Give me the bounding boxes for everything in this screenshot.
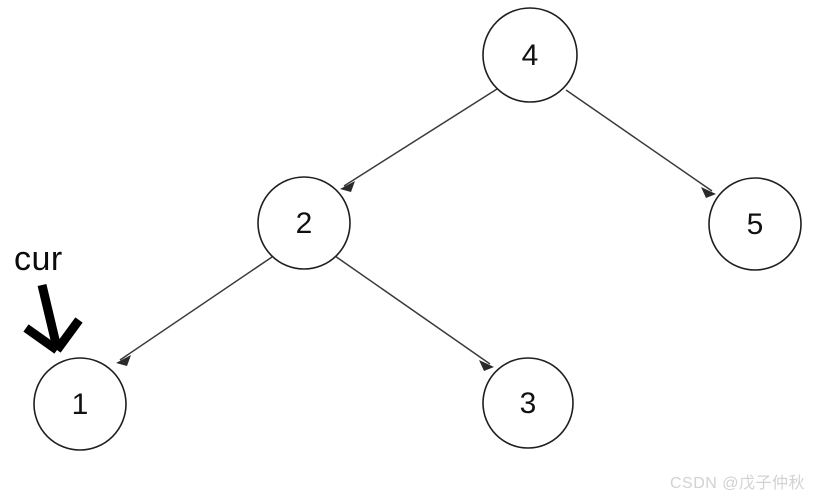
tree-node-4-circle[interactable]: [482, 7, 578, 103]
cur-pointer-shaft: [37, 283, 62, 350]
cur-pointer-barb-left: [23, 324, 60, 354]
tree-node-5-label: 5: [747, 208, 764, 241]
tree-node-2[interactable]: 2: [257, 176, 351, 270]
tree-node-5-circle[interactable]: [708, 177, 802, 271]
tree-node-1-label: 1: [72, 388, 89, 421]
cur-pointer-barb-right: [53, 317, 83, 353]
edge-2-to-3-arrowhead: [479, 360, 494, 371]
csdn-watermark: CSDN @戊子仲秋: [669, 475, 805, 492]
tree-node-4[interactable]: 4: [482, 7, 578, 103]
tree-node-1-circle[interactable]: [33, 357, 127, 451]
edge-4-to-5-line: [565, 89, 713, 192]
tree-node-1[interactable]: 1: [33, 357, 127, 451]
edge-2-to-1-arrowhead: [116, 355, 131, 366]
edge-4-to-2-arrowhead: [340, 181, 355, 192]
edge-2-to-1: [116, 256, 273, 366]
tree-node-2-circle[interactable]: [257, 176, 351, 270]
edge-2-to-3: [334, 255, 494, 371]
edge-4-to-5-arrowhead: [701, 187, 716, 198]
edge-4-to-5: [565, 89, 716, 198]
edge-2-to-1-line: [119, 256, 273, 361]
tree-node-4-label: 4: [522, 39, 539, 72]
tree-node-3-label: 3: [520, 387, 537, 420]
edge-4-to-2: [340, 88, 498, 192]
node-group: 4 2 5 1 3: [33, 7, 802, 451]
tree-node-3[interactable]: 3: [482, 357, 574, 449]
cur-pointer-arrow: [23, 283, 83, 354]
tree-node-5[interactable]: 5: [708, 177, 802, 271]
edge-group: [116, 88, 716, 371]
cur-pointer-label: cur: [14, 240, 63, 278]
edge-2-to-3-line: [334, 255, 491, 365]
tree-node-2-label: 2: [296, 207, 313, 240]
edge-4-to-2-line: [343, 88, 498, 187]
tree-node-3-circle[interactable]: [482, 357, 574, 449]
